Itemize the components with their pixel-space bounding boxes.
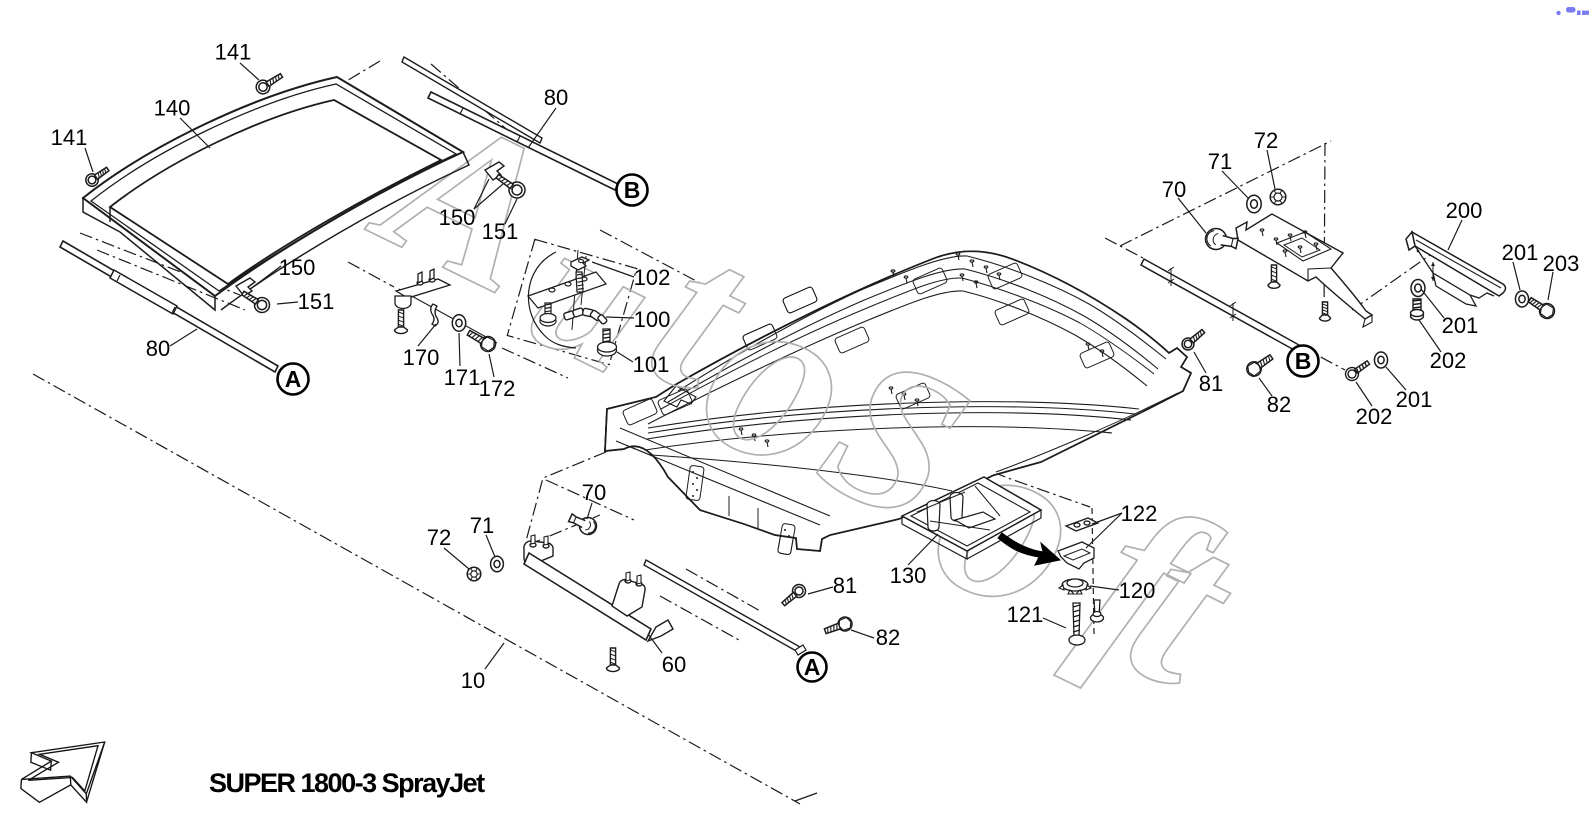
svg-text:202: 202 [1430,348,1467,373]
svg-text:203: 203 [1543,251,1580,276]
svg-text:60: 60 [662,652,686,677]
svg-text:172: 172 [479,376,516,401]
svg-text:71: 71 [1208,149,1232,174]
svg-text:170: 170 [403,345,440,370]
svg-text:150: 150 [439,205,476,230]
svg-text:202: 202 [1356,404,1393,429]
svg-text:80: 80 [146,336,170,361]
svg-text:120: 120 [1119,578,1156,603]
svg-text:141: 141 [215,40,252,65]
svg-text:82: 82 [1267,392,1291,417]
svg-text:121: 121 [1007,602,1044,627]
svg-text:201: 201 [1396,387,1433,412]
svg-text:SUPER 1800-3 SprayJet: SUPER 1800-3 SprayJet [209,768,485,798]
svg-text:A: A [804,654,821,680]
svg-text:141: 141 [51,125,88,150]
svg-text:B: B [1295,348,1312,374]
svg-text:200: 200 [1446,198,1483,223]
svg-text:140: 140 [154,96,191,121]
svg-text:130: 130 [890,563,927,588]
svg-text:81: 81 [1199,371,1223,396]
svg-text:151: 151 [482,219,519,244]
svg-text:71: 71 [470,513,494,538]
svg-text:80: 80 [544,85,568,110]
svg-text:171: 171 [444,365,481,390]
svg-text:81: 81 [833,573,857,598]
svg-text:70: 70 [582,480,606,505]
svg-text:101: 101 [633,352,670,377]
svg-text:B: B [624,177,641,203]
svg-text:10: 10 [461,668,485,693]
svg-text:82: 82 [876,625,900,650]
svg-text:201: 201 [1502,240,1539,265]
svg-text:201: 201 [1442,313,1479,338]
svg-text:70: 70 [1162,177,1186,202]
svg-text:122: 122 [1121,501,1158,526]
svg-text:A: A [285,366,302,392]
svg-text:151: 151 [298,289,335,314]
svg-text:150: 150 [279,255,316,280]
svg-text:100: 100 [634,307,671,332]
svg-text:72: 72 [427,525,451,550]
svg-text:102: 102 [634,265,671,290]
svg-text:72: 72 [1254,128,1278,153]
